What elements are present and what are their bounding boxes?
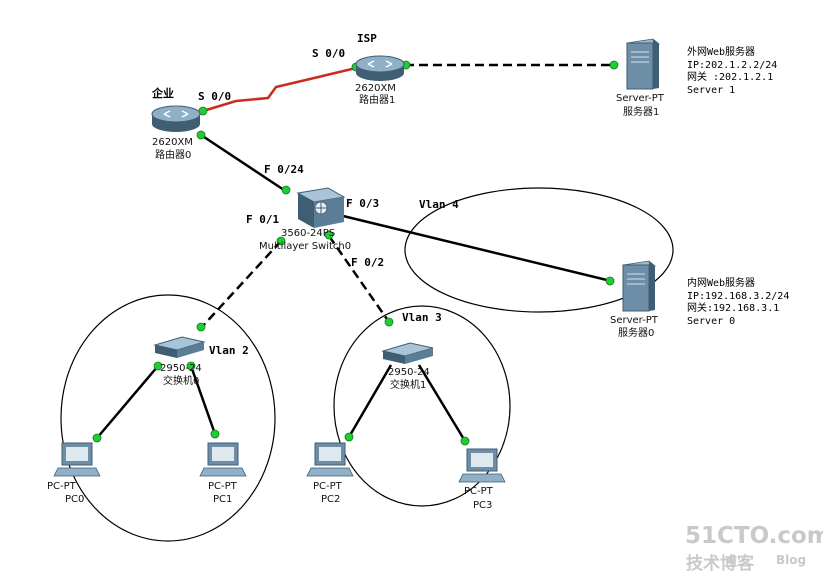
link-sw1-pc3 xyxy=(417,364,467,442)
isp-name: ISP xyxy=(357,32,377,45)
server1-icon[interactable] xyxy=(626,38,660,90)
server0-model: Server-PT xyxy=(610,315,659,326)
pc3-caption: PC3 xyxy=(473,500,492,511)
external-gateway: 网关 :202.1.2.1 xyxy=(687,70,773,83)
vlan3-boundary xyxy=(333,305,511,507)
switch1-model: 2950-24 xyxy=(388,367,430,378)
vlan4-boundary xyxy=(404,187,674,313)
isp-model: 2620XM xyxy=(355,83,396,94)
mls-caption: Multilayer Switch0 xyxy=(259,241,351,252)
isp-router-icon[interactable] xyxy=(355,55,405,81)
serial-link-ent-isp xyxy=(202,66,357,113)
pc2-icon[interactable] xyxy=(306,442,354,477)
switch0-icon[interactable] xyxy=(153,336,206,358)
pc0-caption: PC0 xyxy=(65,494,84,505)
internal-title: 内网Web服务器 xyxy=(687,276,755,289)
external-title: 外网Web服务器 xyxy=(687,45,755,58)
server1-model: Server-PT xyxy=(616,93,665,104)
watermark-blog: Blog xyxy=(776,553,806,567)
multilayer-switch-icon[interactable] xyxy=(296,187,346,228)
server0-caption: 服务器0 xyxy=(618,326,654,339)
link-sw0-pc1 xyxy=(189,365,217,435)
internal-name: Server 0 xyxy=(687,316,735,327)
switch1-caption: 交换机1 xyxy=(390,378,426,391)
server1-caption: 服务器1 xyxy=(623,105,659,118)
pc0-model: PC-PT xyxy=(47,481,77,492)
link-mls-sw0 xyxy=(200,240,282,329)
watermark-logo: 51CTO.com 技术博客 Blog xyxy=(685,523,823,574)
internal-ip: IP:192.168.3.2/24 xyxy=(687,291,789,302)
pc2-caption: PC2 xyxy=(321,494,340,505)
link-sw0-pc0 xyxy=(96,365,159,439)
server0-icon[interactable] xyxy=(622,260,656,312)
isp-caption: 路由器1 xyxy=(359,93,395,106)
switch0-model: 2950-24 xyxy=(160,363,202,374)
enterprise-port-s00: S 0/0 xyxy=(198,90,231,103)
vlan2-label: Vlan 2 xyxy=(209,344,249,357)
mls-model: 3560-24PS xyxy=(281,228,335,239)
pc3-model: PC-PT xyxy=(464,486,494,497)
pc1-model: PC-PT xyxy=(208,481,238,492)
pc3-icon[interactable] xyxy=(458,448,506,483)
mls-port-f03: F 0/3 xyxy=(346,197,379,210)
mls-port-f01: F 0/1 xyxy=(246,213,279,226)
pc0-icon[interactable] xyxy=(53,442,101,477)
watermark-tagline: 技术博客 xyxy=(686,553,755,574)
vlan2-boundary xyxy=(60,294,276,542)
pc1-icon[interactable] xyxy=(199,442,247,477)
external-ip: IP:202.1.2.2/24 xyxy=(687,60,777,71)
watermark-brand: 51CTO.com xyxy=(685,523,823,549)
enterprise-name: 企业 xyxy=(151,86,174,100)
enterprise-router-icon[interactable] xyxy=(151,105,201,132)
link-mls-sw1 xyxy=(327,235,391,323)
link-sw1-pc2 xyxy=(347,364,393,438)
pc2-model: PC-PT xyxy=(313,481,343,492)
link-ent-mls xyxy=(200,133,288,194)
switch1-icon[interactable] xyxy=(381,342,434,364)
vlan4-label: Vlan 4 xyxy=(419,198,459,211)
pc1-caption: PC1 xyxy=(213,494,232,505)
enterprise-caption: 路由器0 xyxy=(155,148,191,161)
internal-gateway: 网关:192.168.3.1 xyxy=(687,301,779,314)
vlan3-label: Vlan 3 xyxy=(402,311,442,324)
mls-port-f02: F 0/2 xyxy=(351,256,384,269)
internal-server-annotation: 内网Web服务器 IP:192.168.3.2/24 网关:192.168.3.… xyxy=(687,276,789,327)
external-name: Server 1 xyxy=(687,85,735,96)
isp-port-s00: S 0/0 xyxy=(312,47,345,60)
enterprise-model: 2620XM xyxy=(152,137,193,148)
switch0-caption: 交换机0 xyxy=(163,374,199,387)
external-server-annotation: 外网Web服务器 IP:202.1.2.2/24 网关 :202.1.2.1 S… xyxy=(687,45,777,96)
link-mls-server0 xyxy=(338,213,612,283)
mls-port-f024: F 0/24 xyxy=(264,163,304,176)
